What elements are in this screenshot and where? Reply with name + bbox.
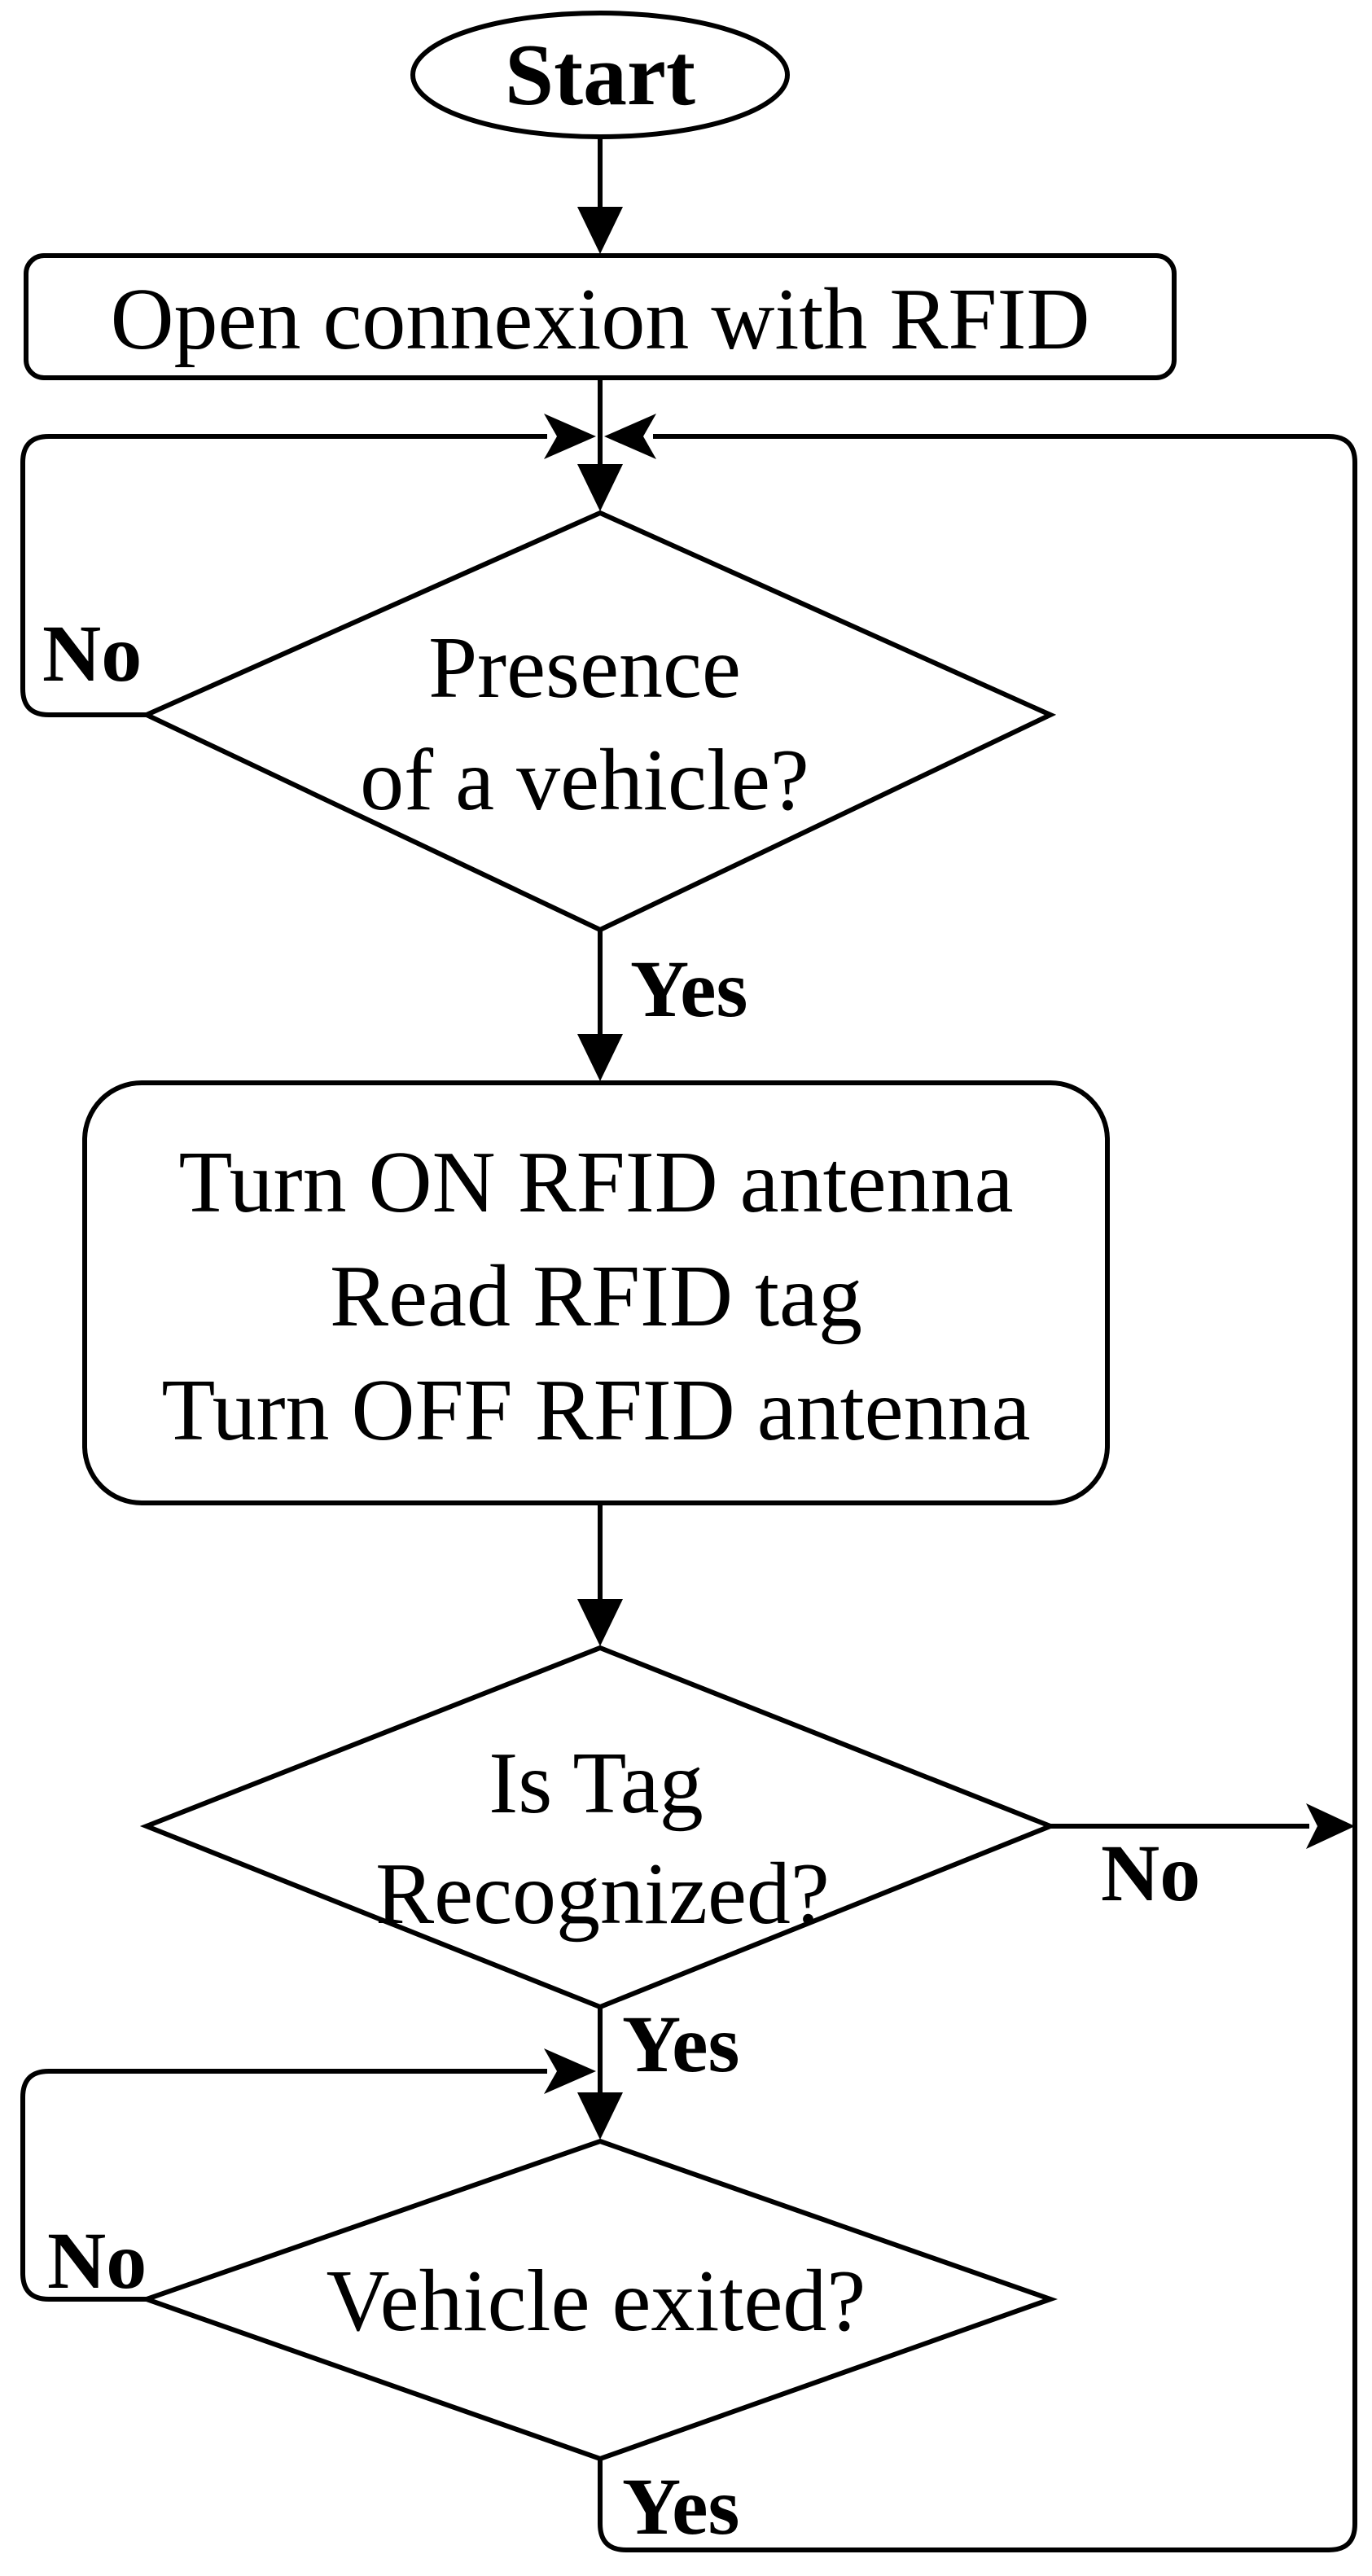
read-line-2: Read RFID tag — [330, 1248, 862, 1345]
branch-labels: No Yes No Yes No Yes — [42, 608, 1200, 2552]
exit-diamond — [138, 2138, 1059, 2462]
arrowhead-start-to-open — [577, 207, 623, 254]
presence-yes-label: Yes — [630, 944, 747, 1034]
arrowhead-presence-yes — [577, 1034, 623, 1081]
start-terminal — [410, 11, 790, 139]
node-presence-decision: Presence of a vehicle? — [140, 510, 1057, 933]
exit-label: Vehicle exited? — [327, 2253, 866, 2350]
tag-yes-label: Yes — [622, 1999, 739, 2089]
start-label: Start — [505, 27, 695, 124]
node-start: Start — [410, 11, 790, 139]
arrowhead-open-to-presence — [577, 464, 623, 511]
exit-yes-label: Yes — [622, 2461, 739, 2552]
tag-no-label: No — [1101, 1828, 1200, 1918]
tag-diamond — [139, 1645, 1058, 2010]
connector-exit-no-loop — [20, 2069, 547, 2302]
node-tag-decision: Is Tag Recognized? — [139, 1645, 1058, 2010]
exit-no-label: No — [47, 2215, 147, 2306]
node-exit-decision: Vehicle exited? — [138, 2138, 1059, 2462]
connector-exit-yes-return-loop — [598, 434, 1357, 2552]
open-connexion-label: Open connexion with RFID — [111, 271, 1090, 368]
read-line-3: Turn OFF RFID antenna — [161, 1362, 1030, 1459]
arrowhead-tag-no — [1306, 1803, 1355, 1849]
arrowhead-tag-yes — [577, 2092, 623, 2140]
connectors — [20, 137, 1357, 2552]
presence-line-2: of a vehicle? — [360, 732, 809, 829]
connector-presence-no-loop — [20, 434, 547, 717]
presence-diamond — [140, 510, 1057, 933]
arrowhead-return-loop — [604, 414, 656, 459]
tag-line-2: Recognized? — [375, 1846, 830, 1943]
arrowhead-presence-no-loop — [544, 414, 596, 459]
tag-line-1: Is Tag — [489, 1735, 703, 1832]
presence-line-1: Presence — [428, 620, 741, 716]
presence-no-label: No — [42, 608, 142, 699]
open-connexion-box — [24, 253, 1177, 380]
arrowhead-exit-no-loop — [544, 2048, 596, 2094]
node-read-rfid: Turn ON RFID antenna Read RFID tag Turn … — [82, 1080, 1110, 1505]
node-open-connexion: Open connexion with RFID — [24, 253, 1177, 380]
read-line-1: Turn ON RFID antenna — [179, 1134, 1014, 1231]
read-rfid-box — [82, 1080, 1110, 1505]
arrowhead-read-to-tag — [577, 1599, 623, 1646]
